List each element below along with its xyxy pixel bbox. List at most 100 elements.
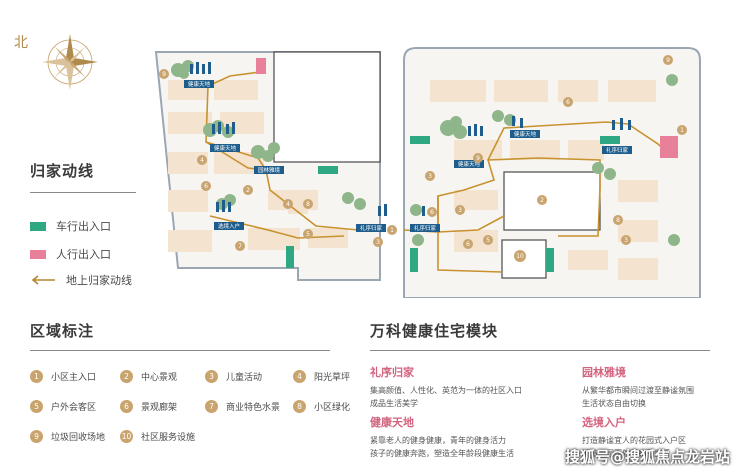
walk-gate-swatch — [30, 249, 46, 259]
map-label-6: 健康天地 — [458, 160, 481, 168]
module-desc: 集高颜值、人性化、英范为一体的社区入口 成品生活美学 — [370, 386, 522, 408]
svg-text:6: 6 — [466, 241, 470, 248]
zone-num: 6 — [120, 400, 133, 413]
svg-text:6: 6 — [204, 183, 208, 190]
svg-text:9: 9 — [162, 71, 166, 78]
zone-label: 垃圾回收场地 — [51, 433, 106, 443]
modules-title: 万科健康住宅模块 — [370, 322, 499, 340]
compass-rose: 北 — [14, 18, 106, 96]
modules-divider — [370, 350, 710, 351]
zone-num: 1 — [30, 370, 43, 383]
module-card: 园林雅境 从繁华都市瞬间过渡至静谧氛围 生活状态自由切换 — [582, 364, 740, 410]
zone-marker: 3 — [621, 235, 631, 245]
zones-title: 区域标注 — [30, 322, 95, 340]
zone-marker: 4 — [283, 199, 293, 209]
zone-label: 社区服务设施 — [141, 433, 196, 443]
map-label-5: 礼序归家 — [414, 224, 437, 232]
module-title: 健康天地 — [370, 416, 414, 429]
zone-marker: 9 — [159, 69, 169, 79]
legend-walk-gate: 人行出入口 — [30, 246, 111, 262]
legend-route: 地上归家动线 — [30, 272, 132, 288]
zone-marker: 1 — [387, 225, 397, 235]
zone-num: 2 — [120, 370, 133, 383]
svg-text:2: 2 — [540, 197, 544, 204]
module-desc: 从繁华都市瞬间过渡至静谧氛围 生活状态自由切换 — [582, 386, 694, 408]
map-label-2: 园林雅境 — [258, 166, 281, 174]
zone-label: 商业特色水景 — [226, 403, 281, 413]
module-card: 选境入户 打造静谧宜人的花园式入户区 营造由园而外的高品生活 — [582, 414, 740, 460]
module-title: 园林雅境 — [582, 366, 626, 379]
legend-walk-gate-label: 人行出入口 — [56, 248, 111, 261]
zone-marker: 8 — [303, 199, 313, 209]
zone-num: 9 — [30, 430, 43, 443]
walk-gates — [256, 58, 678, 158]
module-desc: 打造静谧宜人的花园式入户区 营造由园而外的高品生活 — [582, 436, 686, 458]
svg-text:7: 7 — [238, 243, 242, 250]
zone-num: 7 — [205, 400, 218, 413]
svg-text:9: 9 — [666, 57, 670, 64]
svg-text:6: 6 — [430, 209, 434, 216]
zone-num: 5 — [30, 400, 43, 413]
zone-markers: 9 4 6 2 4 8 7 5 3 1 9 3 2 6 6 3 1 8 6 5 … — [159, 55, 687, 262]
module-card: 健康天地 紧靠老人的健身健康，青年的健身活力 孩子的健康奔跑，塑造全年龄段健康生… — [370, 414, 545, 460]
zone-item: 5 户外会客区 — [30, 400, 96, 413]
zone-marker: 2 — [243, 185, 253, 195]
svg-text:10: 10 — [516, 253, 524, 260]
zone-label: 儿童活动 — [226, 373, 263, 383]
svg-text:4: 4 — [286, 201, 290, 208]
module-card: 礼序归家 集高颜值、人性化、英范为一体的社区入口 成品生活美学 — [370, 364, 545, 410]
zone-item: 3 儿童活动 — [205, 370, 262, 383]
zone-item: 10 社区服务设施 — [120, 430, 195, 443]
map-label-8: 礼序归家 — [606, 146, 629, 154]
zone-marker: 5 — [303, 229, 313, 239]
car-gate-swatch — [30, 221, 46, 231]
zone-num: 8 — [293, 400, 306, 413]
north-label: 北 — [14, 35, 28, 51]
zone-marker: 8 — [613, 215, 623, 225]
zone-item: 7 商业特色水景 — [205, 400, 280, 413]
map-label-3: 选境入户 — [218, 222, 240, 230]
zone-marker: 1 — [677, 125, 687, 135]
car-gates — [286, 136, 620, 272]
zone-marker: 4 — [197, 155, 207, 165]
zone-num: 10 — [120, 430, 133, 443]
zone-item: 9 垃圾回收场地 — [30, 430, 105, 443]
zone-marker: 6 — [427, 207, 437, 217]
zone-num: 3 — [205, 370, 218, 383]
zone-marker: 10 — [514, 250, 526, 262]
svg-text:4: 4 — [200, 157, 204, 164]
zone-marker: 6 — [563, 97, 573, 107]
legend-route-label: 地上归家动线 — [66, 274, 132, 287]
svg-text:6: 6 — [566, 99, 570, 106]
module-desc: 紧靠老人的健身健康，青年的健身活力 孩子的健康奔跑，塑造全年龄段健康生活 — [370, 436, 514, 458]
people-silhouettes — [190, 62, 631, 216]
svg-text:5: 5 — [486, 237, 490, 244]
zone-marker: 6 — [463, 239, 473, 249]
zone-marker: 5 — [483, 235, 493, 245]
zone-label: 户外会客区 — [51, 403, 97, 413]
compass-icon — [42, 34, 98, 90]
map-label-7: 健康天地 — [514, 130, 537, 138]
zone-label: 中心景观 — [141, 373, 178, 383]
module-title: 礼序归家 — [370, 366, 414, 379]
legend-title: 归家动线 — [30, 162, 95, 180]
landscape-trees — [171, 60, 680, 246]
svg-text:9: 9 — [476, 155, 480, 162]
module-title: 选境入户 — [582, 416, 626, 429]
watermark: 搜狐号@搜狐焦点龙岩站 — [564, 448, 730, 466]
zone-marker: 9 — [663, 55, 673, 65]
zone-item: 2 中心景观 — [120, 370, 177, 383]
legend-car-gate-label: 车行出入口 — [56, 220, 111, 233]
svg-text:1: 1 — [680, 127, 684, 134]
zone-label: 阳光草坪 — [314, 373, 351, 383]
route-arrow-icon — [31, 275, 55, 285]
svg-text:1: 1 — [390, 227, 394, 234]
zone-marker: 2 — [537, 195, 547, 205]
site-plan-map: 健康天地 健康天地 园林雅境 选境入户 礼序归家 礼序归家 健康天地 健康天地 … — [154, 47, 701, 298]
svg-text:3: 3 — [624, 237, 628, 244]
legend-car-gate: 车行出入口 — [30, 218, 111, 234]
